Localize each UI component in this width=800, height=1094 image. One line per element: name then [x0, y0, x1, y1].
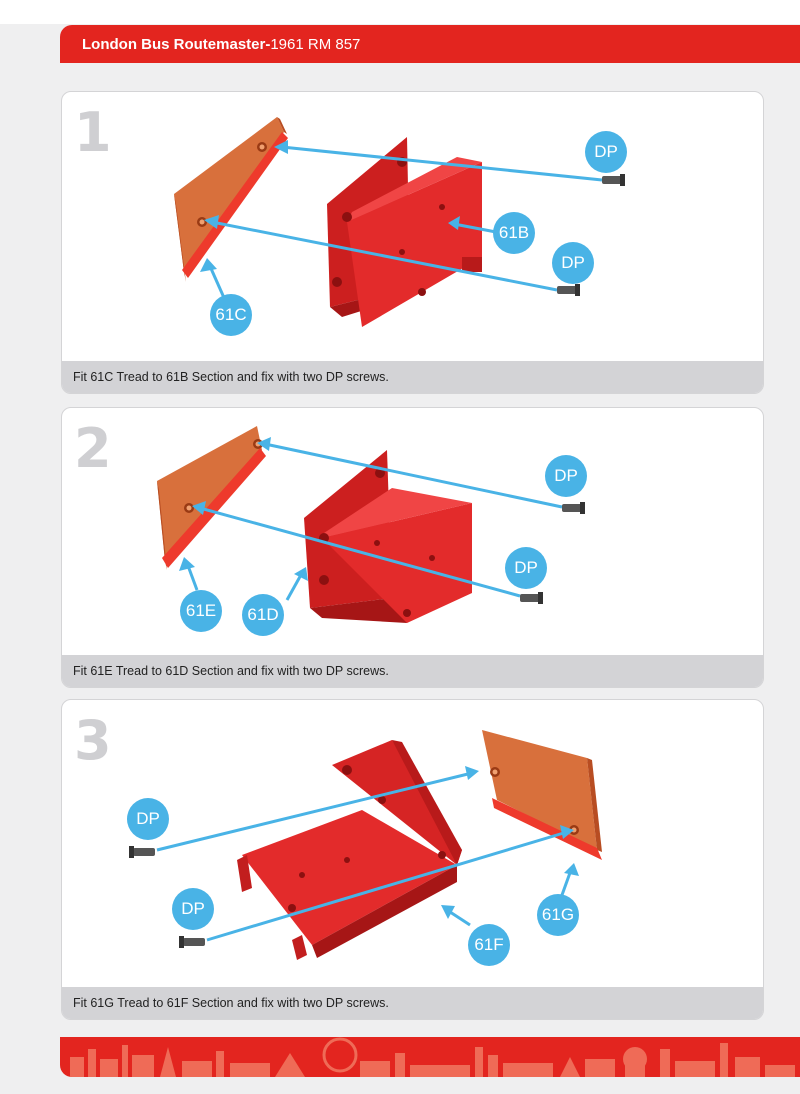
callout-tread-61g: 61G [537, 894, 579, 936]
step-panel-2: 2 DP DP 61E 61D Fit 61E Tread to 61D Sec… [61, 407, 764, 688]
step-number: 1 [74, 101, 112, 164]
footer-skyline-banner [60, 1037, 800, 1077]
callout-dp-top: DP [127, 798, 169, 840]
screw-icon [602, 174, 625, 186]
callout-dp-bottom: DP [552, 242, 594, 284]
screw-icon [129, 846, 155, 858]
screw-icon [179, 936, 205, 948]
header-title: London Bus Routemaster- [82, 35, 271, 53]
callout-section-61d: 61D [242, 594, 284, 636]
callout-tread-61c: 61C [210, 294, 252, 336]
callout-dp-top: DP [545, 455, 587, 497]
callout-dp-bottom: DP [505, 547, 547, 589]
step-panel-3: 3 DP DP 61F 61G Fit 61G Tread to 61F Sec… [61, 699, 764, 1020]
step-caption: Fit 61G Tread to 61F Section and fix wit… [62, 987, 763, 1019]
step-caption: Fit 61C Tread to 61B Section and fix wit… [62, 361, 763, 393]
screw-icon [557, 284, 580, 296]
callout-section-61b: 61B [493, 212, 535, 254]
screw-icon [520, 592, 543, 604]
screw-icon [562, 502, 585, 514]
step-2-illustration [157, 426, 585, 623]
step-caption: Fit 61E Tread to 61D Section and fix wit… [62, 655, 763, 687]
step-1-illustration [174, 117, 625, 327]
london-skyline-icon [70, 1037, 795, 1077]
callout-tread-61e: 61E [180, 590, 222, 632]
page-header: London Bus Routemaster-1961 RM 857 [60, 25, 800, 63]
step-number: 3 [74, 709, 112, 772]
callout-dp-bottom: DP [172, 888, 214, 930]
step-panel-1: 1 DP 61B DP 61C Fit 61C Tread to 61B Sec… [61, 91, 764, 394]
step-number: 2 [74, 417, 112, 480]
top-margin [0, 0, 800, 24]
callout-dp-top: DP [585, 131, 627, 173]
callout-section-61f: 61F [468, 924, 510, 966]
header-model: 1961 RM 857 [270, 35, 361, 53]
step-3-illustration [129, 730, 602, 960]
